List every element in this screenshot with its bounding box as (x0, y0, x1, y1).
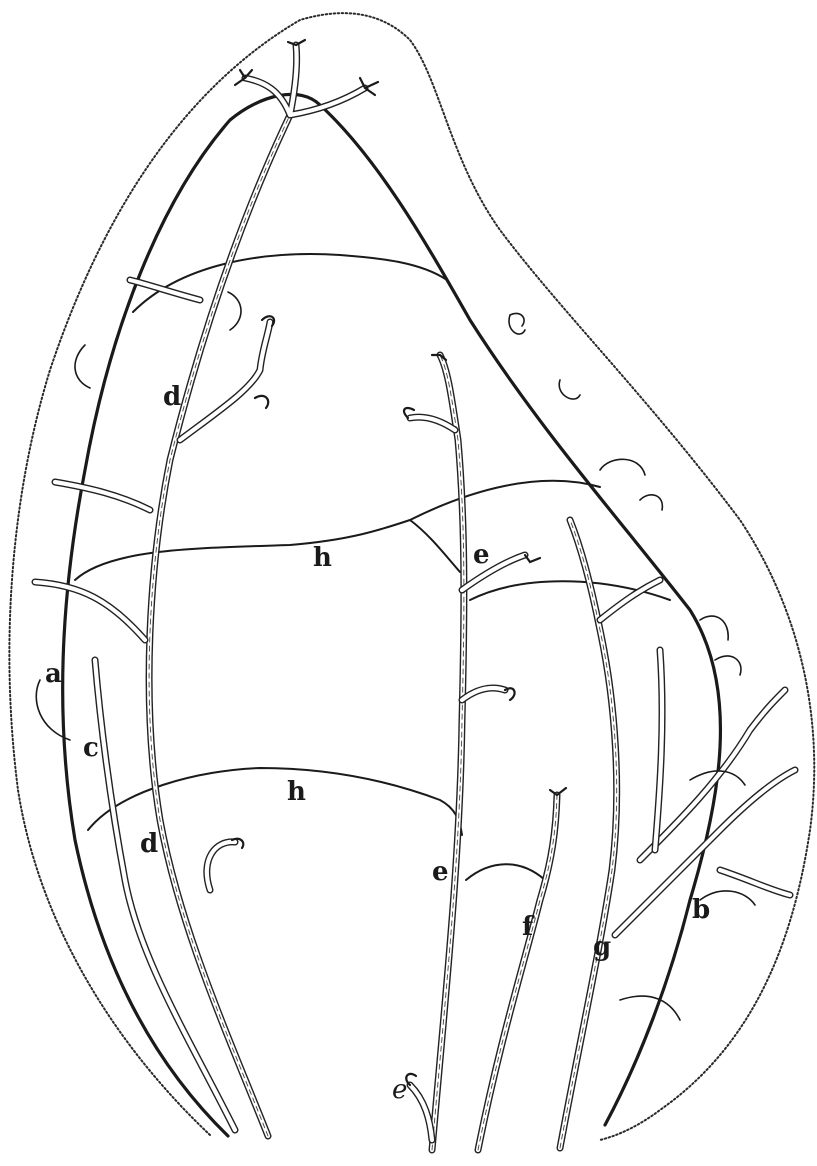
margin-loop-left-3 (228, 292, 241, 330)
vessel-b (615, 650, 795, 935)
transverse-vein-top (133, 254, 447, 312)
margin-loop-2 (559, 380, 580, 399)
label-e-upper: e (473, 540, 490, 570)
margin-loop-6 (715, 656, 741, 675)
vessel-d-top-branches (245, 45, 365, 115)
transverse-vein-h-lower (88, 768, 462, 835)
margin-loop-3 (600, 459, 645, 475)
leaf-outline (9, 13, 814, 1140)
label-e-bottom: e (392, 1075, 407, 1105)
label-a: a (45, 659, 62, 689)
bud-d-side-hook (255, 396, 268, 408)
bud-f-top (550, 788, 566, 795)
label-b: b (692, 895, 710, 925)
label-g: g (593, 932, 611, 962)
margin-loop-4 (640, 495, 662, 510)
label-c: c (83, 733, 99, 763)
transverse-vein-e-f (466, 864, 545, 880)
vessel-g (560, 520, 660, 1148)
vessel-d (149, 115, 290, 1136)
label-h-upper: h (313, 543, 332, 573)
label-h-lower: h (287, 777, 306, 807)
label-e-middle: e (432, 857, 449, 887)
label-d-lower: d (140, 829, 158, 859)
vessel-f (478, 795, 557, 1150)
label-d-upper: d (163, 382, 181, 412)
label-f: f (522, 912, 535, 942)
margin-loop-left-1 (75, 345, 90, 388)
transverse-vein-h-upper-fork (410, 520, 460, 572)
margin-loop-7 (620, 996, 680, 1020)
margin-loop-1 (509, 313, 525, 334)
bud-e-right-hook (505, 688, 515, 700)
